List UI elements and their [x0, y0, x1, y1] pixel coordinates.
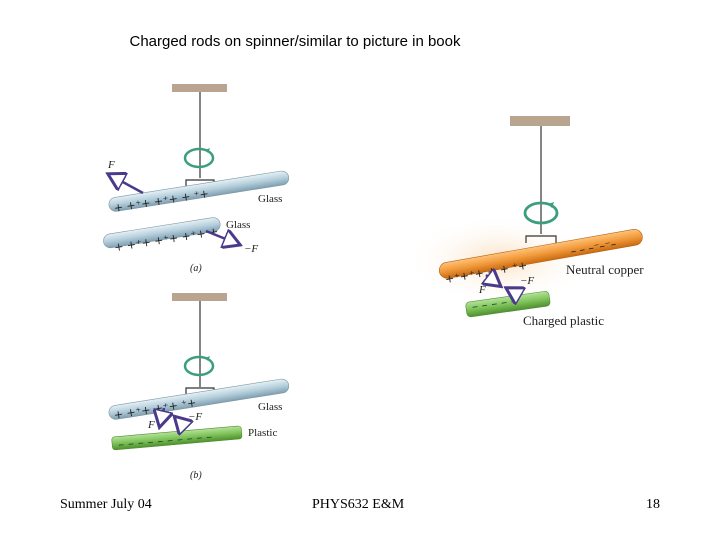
- panel-b: + +⁺+ +⁺+ ⁺+ Glass – – – – – – – – – – P…: [108, 293, 290, 481]
- panel-caption: (b): [190, 470, 202, 481]
- upper-rod-label: Glass: [258, 193, 282, 205]
- ceiling-support: [172, 293, 227, 301]
- force-arrow: [160, 407, 164, 425]
- force-arrow: [486, 275, 499, 285]
- neg-force-arrow: [508, 289, 520, 296]
- spin-arrow-icon: [183, 355, 215, 377]
- panel-a: + +⁺+ +⁺+ + ⁺+ Glass + +⁺+ +⁺+ +⁺+ + Gla…: [103, 84, 290, 274]
- ceiling-support: [172, 84, 227, 92]
- spin-arrow-icon: [183, 147, 215, 169]
- neg-force-arrow: [205, 231, 238, 244]
- ceiling-support: [510, 116, 570, 126]
- upper-rod-label: Glass: [258, 401, 282, 413]
- force-label: F: [147, 419, 155, 431]
- force-label: F: [478, 284, 486, 296]
- negative-charges: – – – – – – – – – –: [118, 429, 213, 451]
- footer-page-number: 18: [646, 497, 660, 512]
- glass-rod-lower: [103, 217, 221, 249]
- lower-rod-label: Glass: [226, 219, 250, 231]
- slide-title: Charged rods on spinner/similar to pictu…: [129, 33, 461, 50]
- copper-rod: [438, 229, 643, 279]
- upper-rod-label: Neutral copper: [566, 262, 644, 277]
- spin-arrow-icon: [523, 201, 559, 225]
- lower-rod-label: Plastic: [248, 427, 277, 439]
- footer-date: Summer July 04: [60, 497, 152, 512]
- force-label: F: [107, 159, 115, 171]
- rod-holder: [525, 235, 557, 243]
- force-arrow: [110, 175, 144, 195]
- panel-c: +⁺+⁺+ + + ⁺+ – – –⁻–⁻– Neutral copper – …: [405, 116, 644, 328]
- lower-rod-label: Charged plastic: [523, 313, 604, 328]
- neg-force-label: −F: [520, 275, 534, 287]
- neg-force-arrow: [176, 418, 186, 428]
- neg-force-label: −F: [188, 411, 202, 423]
- panel-caption: (a): [190, 263, 202, 274]
- glass-rod-upper: [108, 170, 290, 212]
- footer-course: PHYS632 E&M: [312, 497, 405, 512]
- neg-force-label: −F: [244, 243, 258, 255]
